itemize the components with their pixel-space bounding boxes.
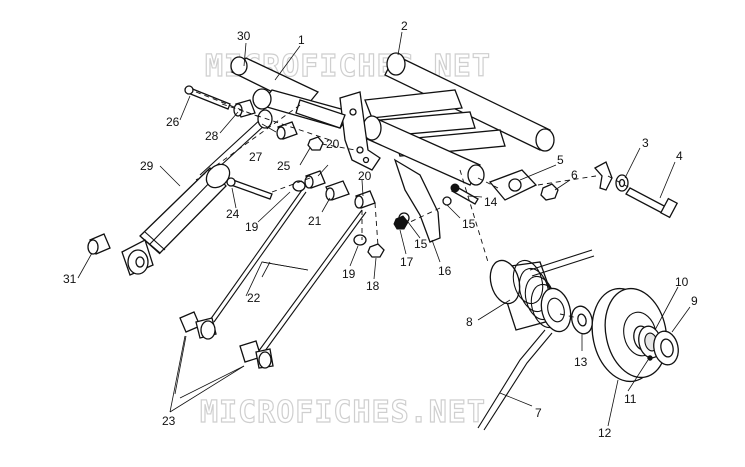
- watermark-bottom: MICROFICHES.NET: [200, 395, 486, 430]
- callout-20a: 20: [326, 137, 340, 151]
- bracket-16: [393, 158, 441, 243]
- callout-6: 6: [571, 168, 578, 182]
- spacer-21: [325, 180, 350, 201]
- callout-27: 27: [249, 150, 263, 164]
- callout-labels: 1 2 3 4 5 6 7 8 9 10 11 12 13 14 15 15 1…: [63, 19, 698, 440]
- spring-leg-upper: [529, 249, 593, 271]
- callout-24: 24: [226, 207, 240, 221]
- callout-13: 13: [574, 355, 588, 369]
- callout-18: 18: [366, 279, 380, 293]
- callout-9: 9: [691, 294, 698, 308]
- callout-17: 17: [400, 255, 414, 269]
- washer-19b: [292, 180, 306, 192]
- nut-18: [367, 243, 385, 258]
- bushing-31: [87, 233, 111, 255]
- callout-4: 4: [676, 149, 683, 163]
- callout-2: 2: [401, 19, 408, 33]
- washer-19a: [353, 234, 367, 246]
- callout-26: 26: [166, 115, 180, 129]
- callout-10: 10: [675, 275, 689, 289]
- bearing-9: [653, 330, 679, 366]
- rod-end-23a: [179, 311, 217, 340]
- callout-3: 3: [642, 136, 649, 150]
- spacer-20b: [354, 190, 376, 209]
- callout-8: 8: [466, 315, 473, 329]
- bolt-4: [625, 187, 679, 219]
- callout-1: 1: [298, 33, 305, 47]
- callout-25: 25: [277, 159, 291, 173]
- clip: [593, 161, 613, 191]
- callout-22: 22: [247, 291, 261, 305]
- callout-16: 16: [438, 264, 452, 278]
- callout-19a: 19: [342, 267, 356, 281]
- washer-13: [571, 305, 593, 335]
- washer-15b: [442, 196, 452, 206]
- bushing-3: [615, 174, 629, 192]
- callout-14: 14: [484, 195, 498, 209]
- spring-leg-7: [477, 329, 553, 431]
- bolt-14: [450, 183, 479, 205]
- callout-15b: 15: [414, 237, 428, 251]
- callout-11: 11: [624, 392, 637, 406]
- callout-21: 21: [308, 214, 322, 228]
- link-rod-22a: [209, 189, 307, 323]
- callout-28: 28: [205, 129, 219, 143]
- link-rod-22b: [257, 209, 367, 356]
- nut-25: [307, 136, 324, 151]
- bushing-27: [276, 121, 298, 140]
- callout-30: 30: [237, 29, 251, 43]
- callout-15a: 15: [462, 217, 476, 231]
- bracket-5: [488, 169, 538, 201]
- callout-20b: 20: [358, 169, 372, 183]
- bolt-24: [226, 177, 273, 200]
- nut-6: [540, 183, 559, 201]
- torsion-spring-8: [489, 259, 572, 333]
- spacer-20a: [304, 170, 326, 189]
- callout-12: 12: [598, 426, 612, 440]
- callout-22-bracket: [245, 261, 309, 297]
- callout-29: 29: [140, 159, 154, 173]
- callout-19b: 19: [245, 220, 259, 234]
- callout-5: 5: [557, 153, 564, 167]
- callout-23: 23: [162, 414, 176, 428]
- front-torque-arm-frame: [230, 52, 555, 186]
- nut-17: [393, 215, 409, 230]
- assembly-lines: [195, 91, 631, 319]
- snap-ring-11: [647, 355, 653, 361]
- shock-absorber-29: [121, 109, 273, 276]
- bolt-26: [184, 85, 231, 110]
- leader-lines: [77, 31, 691, 427]
- callout-23-bracket: [169, 335, 245, 413]
- rod-end-23b: [239, 340, 274, 369]
- spacer-28: [233, 99, 256, 118]
- callout-7: 7: [535, 406, 542, 420]
- callout-31: 31: [63, 272, 77, 286]
